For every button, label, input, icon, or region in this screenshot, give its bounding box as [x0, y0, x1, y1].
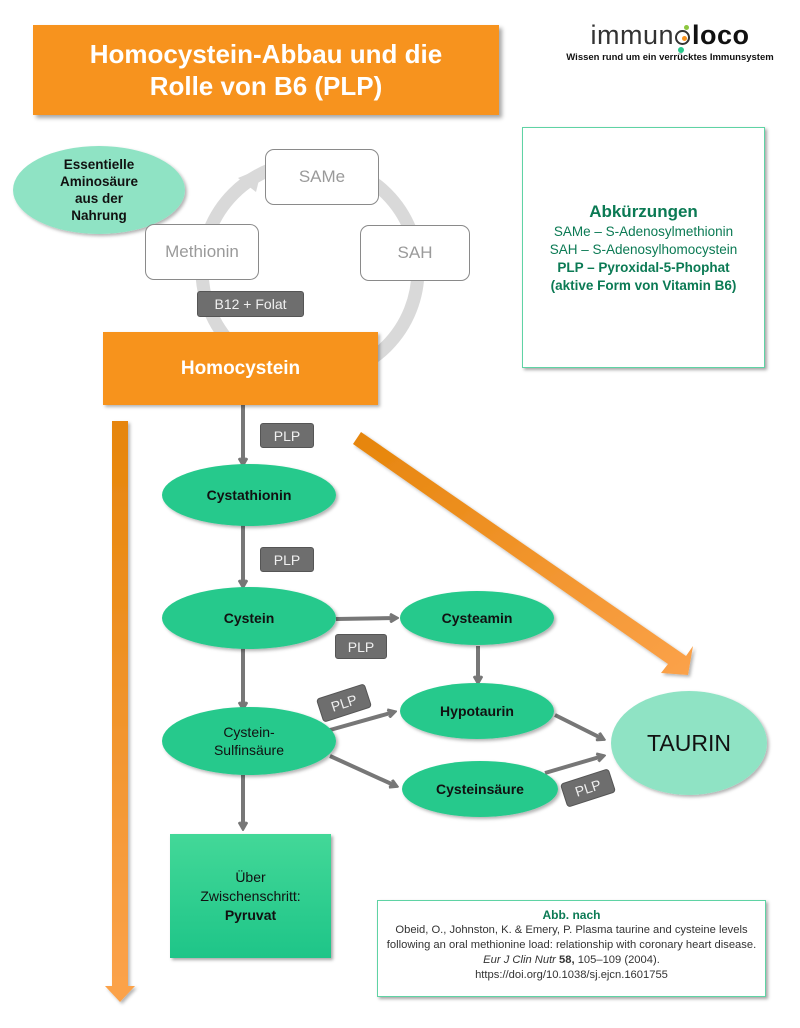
plp-tag-homocystein-cystathionin: PLP	[260, 423, 314, 448]
abbreviation-sah: SAH – S-Adenosylhomocystein	[549, 241, 738, 257]
plp-tag-cystein-cysteamin: PLP	[335, 634, 387, 659]
plp-tag-rotated-2-label: PLP	[573, 776, 603, 799]
reaction-arrows	[243, 405, 603, 828]
node-cystathionin-label: Cystathionin	[206, 487, 292, 503]
abbreviations-heading: Abkürzungen	[589, 201, 698, 221]
node-sulfinsaeure-shape	[162, 707, 336, 775]
plp-tag-rotated-1: PLP	[316, 684, 372, 722]
note-line-1: Essentielle	[63, 157, 135, 172]
arrow-cysteinsaeure-taurin	[544, 756, 603, 775]
plp-tag-rotated-1-label: PLP	[329, 691, 359, 714]
plp-tag-cystathionin-cystein: PLP	[260, 547, 314, 572]
node-cystein-shape	[162, 587, 336, 649]
essential-amino-acid-note: Essentielle Aminosäure aus der Nahrung	[20, 150, 178, 230]
citation-journal: Eur J Clin Nutr	[483, 954, 556, 966]
citation-text: Obeid, O., Johnston, K. & Emery, P. Plas…	[378, 923, 765, 983]
node-sah-label: SAH	[397, 243, 433, 262]
node-homocystein: Homocystein	[103, 332, 378, 405]
node-methionin: Methionin	[145, 224, 259, 280]
plp-tag-rotated-2: PLP	[560, 769, 616, 807]
orange-down-arrow	[105, 421, 135, 1002]
node-cysteamin: Cysteamin	[400, 591, 554, 645]
immunoloco-logo: immun loco Wissen rund um ein verrücktes…	[560, 18, 780, 74]
node-taurin: TAURIN	[611, 691, 767, 795]
cofactor-label: B12 + Folat	[214, 296, 287, 312]
orange-diagonal-arrow	[353, 432, 693, 675]
node-cystathionin: Cystathionin	[162, 464, 336, 526]
plp-label: PLP	[273, 551, 301, 568]
pyruvat-line-2: Zwischenschritt:	[200, 887, 301, 904]
citation-box: Abb. nach Obeid, O., Johnston, K. & Emer…	[377, 900, 766, 997]
node-hypotaurin-shape	[400, 683, 554, 739]
node-cystein-sulfinsaeure: Cystein- Sulfinsäure	[162, 707, 336, 775]
arrow-sulfinsaeure-cysteinsaeure	[329, 754, 396, 786]
node-same-label: SAMe	[298, 167, 346, 186]
node-cystein-label: Cystein	[223, 610, 275, 626]
node-cystein: Cystein	[162, 587, 336, 649]
title-line-2: Rolle von B6 (PLP)	[149, 71, 383, 101]
note-line-2: Aminosäure	[59, 174, 139, 189]
node-sulfinsaeure-line-2: Sulfinsäure	[213, 742, 285, 758]
plp-label: PLP	[273, 427, 301, 444]
arrow-sulfinsaeure-hypotaurin	[329, 712, 394, 732]
node-cysteinsaeure-shape	[402, 761, 558, 817]
title-line-1: Homocystein-Abbau und die	[89, 39, 443, 69]
node-methionin-label: Methionin	[165, 242, 239, 261]
note-line-4: Nahrung	[71, 208, 127, 223]
node-taurin-label: TAURIN	[647, 729, 731, 756]
node-cysteinsaeure: Cysteinsäure	[402, 761, 558, 817]
logo-tagline: Wissen rund um ein verrücktes Immunsyste…	[566, 52, 774, 63]
citation-volume: 58,	[555, 954, 575, 966]
node-homocystein-label: Homocystein	[180, 357, 301, 379]
logo-wordmark-part1: immun	[590, 20, 674, 50]
logo-dots-icon	[674, 25, 692, 53]
node-cysteinsaeure-label: Cysteinsäure	[436, 781, 524, 797]
pyruvat-box: Über Zwischenschritt: Pyruvat	[170, 834, 331, 958]
node-sulfinsaeure-line-1: Cystein-	[223, 724, 275, 740]
node-taurin-shape	[611, 691, 767, 795]
note-line-3: aus der	[74, 191, 124, 206]
abbreviation-plp: PLP – Pyroxidal-5-Phophat	[557, 259, 730, 275]
homocystein-box	[103, 332, 378, 405]
node-cysteamin-label: Cysteamin	[441, 610, 513, 626]
node-hypotaurin: Hypotaurin	[400, 683, 554, 739]
plp-label: PLP	[347, 638, 375, 655]
pyruvat-line-1: Über	[235, 868, 266, 885]
arrow-hypotaurin-taurin	[554, 713, 603, 739]
abbreviation-same: SAMe – S-Adenosylmethionin	[553, 223, 734, 239]
citation-authors-title: Obeid, O., Johnston, K. & Emery, P. Plas…	[386, 924, 757, 951]
cycle-arrowhead	[238, 168, 262, 192]
node-same: SAMe	[265, 149, 379, 205]
citation-pages-doi: 105–109 (2004). https://doi.org/10.1038/…	[475, 954, 668, 981]
page-title: Homocystein-Abbau und die Rolle von B6 (…	[33, 25, 499, 115]
logo-wordmark-part2: loco	[692, 20, 750, 50]
pyruvat-line-3: Pyruvat	[224, 906, 277, 923]
node-hypotaurin-label: Hypotaurin	[440, 703, 514, 719]
essential-amino-acid-ellipse	[13, 146, 185, 234]
node-sah: SAH	[360, 225, 470, 281]
cofactor-b12-folat-tag: B12 + Folat	[197, 291, 304, 317]
node-cysteamin-shape	[400, 591, 554, 645]
abbreviations-box: Abkürzungen SAMe – S-Adenosylmethionin S…	[522, 127, 765, 368]
arrow-cystein-cysteamin	[335, 618, 396, 619]
abbreviation-plp-note: (aktive Form von Vitamin B6)	[550, 277, 737, 293]
citation-heading: Abb. nach	[542, 908, 601, 922]
node-cystathionin-shape	[162, 464, 336, 526]
